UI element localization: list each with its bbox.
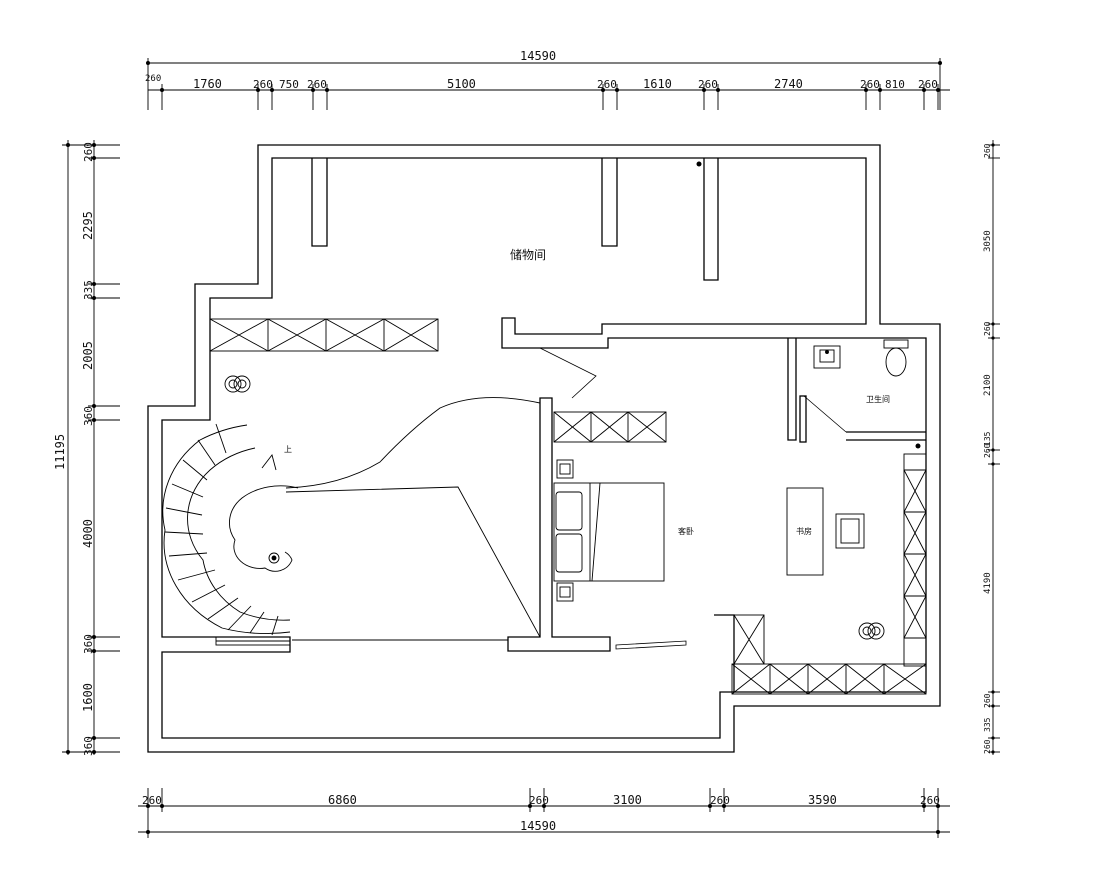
- spiral-staircase: [162, 423, 299, 646]
- bottom-dim-seg-2: 6860: [328, 793, 357, 807]
- desk: [786, 487, 824, 576]
- bottom-overall-dimension: 14590: [520, 819, 556, 833]
- stair-up-marker: 上: [284, 445, 292, 454]
- bottom-dim-seg-3: 260: [529, 794, 549, 807]
- room-label-study: 书房: [796, 526, 812, 536]
- right-dim-seg-6: 135: [983, 431, 992, 446]
- bathroom-walls: [787, 338, 926, 449]
- right-dim-seg-10: 260: [983, 739, 992, 754]
- nightstand-bottom: [556, 582, 574, 602]
- room-label-storage: 储物间: [510, 247, 546, 262]
- right-dim-seg-3: 260: [983, 321, 992, 336]
- bottom-dim-seg-6: 3590: [808, 793, 837, 807]
- top-dim-seg-13: 260: [918, 78, 938, 91]
- left-dim-seg-1: 260: [82, 142, 95, 162]
- left-dim-seg-3: 335: [82, 280, 95, 300]
- storage-partitions: [311, 158, 719, 281]
- cabinet-bedroom-wardrobe: [553, 411, 667, 443]
- top-dim-seg-4: 750: [279, 78, 299, 91]
- cabinet-storage-left: [209, 318, 439, 352]
- right-dimension-chain: 260 3050 260 2100 260 135 4190 260 335 2…: [983, 140, 1000, 755]
- nightstand-top: [556, 459, 574, 479]
- right-dim-seg-2: 3050: [983, 230, 993, 252]
- bottom-dimension-chain: 260 6860 260 3100 260 3590 260 14590: [138, 788, 950, 838]
- right-dim-seg-1: 260: [983, 143, 992, 158]
- right-dim-seg-9: 335: [983, 717, 992, 732]
- cabinet-study-right: [903, 453, 927, 667]
- top-dim-seg-6: 5100: [447, 77, 476, 91]
- bed: [553, 482, 665, 582]
- right-dim-seg-7: 4190: [983, 572, 993, 594]
- top-dim-seg-2: 1760: [193, 77, 222, 91]
- armchair: [835, 513, 865, 549]
- top-dim-seg-12: 810: [885, 78, 905, 91]
- left-dim-seg-5: 360: [82, 406, 95, 426]
- left-overall-dimension: 11195: [53, 434, 67, 470]
- plant-left: [224, 375, 251, 393]
- top-dim-seg-7: 260: [597, 78, 617, 91]
- top-dim-seg-8: 1610: [643, 77, 672, 91]
- room-label-bedroom: 客卧: [678, 526, 694, 536]
- bottom-dim-seg-4: 3100: [613, 793, 642, 807]
- bottom-dim-seg-7: 260: [920, 794, 940, 807]
- top-overall-dimension: 14590: [520, 49, 556, 63]
- left-dim-seg-8: 1600: [81, 683, 95, 712]
- cabinet-study-bottom: [731, 614, 927, 695]
- top-dim-seg-9: 260: [698, 78, 718, 91]
- left-dim-seg-6: 4000: [81, 519, 95, 548]
- top-dimension-chain: 14590 260 1760 260 750 260: [145, 49, 950, 110]
- top-dim-seg-10: 2740: [774, 77, 803, 91]
- lounge-curve-outline: [285, 397, 541, 641]
- left-dim-seg-9: 360: [82, 736, 95, 756]
- study-walls: [615, 614, 735, 692]
- bottom-dim-seg-1: 260: [142, 794, 162, 807]
- toilet: [883, 339, 909, 377]
- room-label-bathroom: 卫生间: [866, 394, 890, 404]
- left-dim-seg-7: 360: [82, 634, 95, 654]
- left-dim-seg-2: 2295: [81, 211, 95, 240]
- right-dim-seg-8: 260: [983, 693, 992, 708]
- right-dim-seg-4: 2100: [983, 374, 993, 396]
- bedroom-walls: [507, 347, 611, 652]
- right-dim-seg-5: 260: [983, 443, 992, 458]
- left-dimension-chain: 11195 260 2295 335 2005 360 4000 360 160…: [53, 140, 120, 756]
- plant-study: [858, 622, 885, 640]
- sink: [813, 345, 841, 369]
- top-dim-seg-1: 260: [145, 74, 161, 84]
- exterior-walls: [147, 144, 941, 753]
- top-dim-seg-3: 260: [253, 78, 273, 91]
- top-dim-seg-11: 260: [860, 78, 880, 91]
- bottom-dim-seg-5: 260: [710, 794, 730, 807]
- left-dim-seg-4: 2005: [81, 341, 95, 370]
- top-dim-seg-5: 260: [307, 78, 327, 91]
